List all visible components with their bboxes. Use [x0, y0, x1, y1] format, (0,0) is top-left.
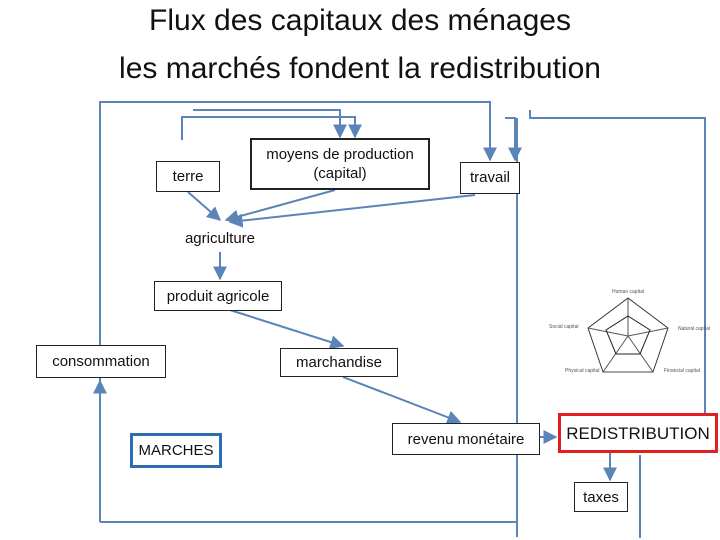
loop-inner-2 — [193, 109, 347, 139]
node-marches: MARCHES — [130, 433, 222, 468]
title-line-2: les marchés fondent la redistribution — [119, 52, 601, 85]
node-consommation-label: consommation — [52, 353, 150, 370]
arrow-marchandise-revenu — [342, 376, 462, 425]
node-travail: travail — [460, 162, 520, 194]
capital-pentagon: Human capital Natural capital Financial … — [549, 289, 710, 374]
node-redistribution-label: REDISTRIBUTION — [566, 423, 710, 443]
title-line-1: Flux des capitaux des ménages — [149, 4, 571, 37]
node-moyens-label-1: moyens de production — [266, 146, 414, 163]
arrow-moyens-agriculture — [224, 189, 336, 224]
node-revenu-monetaire-label: revenu monétaire — [407, 430, 525, 448]
node-moyens-label-2: (capital) — [313, 165, 367, 182]
node-revenu-monetaire: revenu monétaire — [392, 423, 540, 455]
label-physical-capital: Physical capital — [565, 368, 599, 374]
node-taxes-label: taxes — [583, 488, 619, 506]
node-redistribution: REDISTRIBUTION — [558, 413, 718, 453]
loop-inner-1 — [181, 116, 362, 140]
loop-redistribution-top — [529, 110, 706, 415]
node-agriculture-label: agriculture — [184, 229, 256, 247]
node-produit-agricole: produit agricole — [154, 281, 282, 311]
node-taxes: taxes — [574, 482, 628, 512]
node-moyens-de-production: moyens de production (capital) — [250, 138, 430, 190]
arrow-travail-agriculture — [228, 194, 476, 228]
arrow-produit-marchandise — [229, 309, 345, 349]
node-consommation: consommation — [36, 345, 166, 378]
label-natural-capital: Natural capital — [678, 326, 710, 332]
loop-outer-left — [99, 101, 497, 522]
node-marches-label: MARCHES — [138, 442, 214, 459]
node-agriculture: agriculture — [172, 226, 268, 250]
label-social-capital: Social capital — [549, 324, 578, 330]
label-human-capital: Human capital — [612, 289, 644, 295]
node-terre-label: terre — [172, 168, 204, 185]
node-marchandise-label: marchandise — [296, 354, 382, 371]
node-travail-label: travail — [469, 169, 510, 186]
node-marchandise: marchandise — [280, 348, 398, 377]
node-produit-agricole-label: produit agricole — [166, 287, 270, 305]
loop-right — [505, 117, 522, 162]
label-financial-capital: Financial capital — [664, 368, 700, 374]
node-terre: terre — [156, 161, 220, 192]
arrow-terre-agriculture — [187, 191, 222, 221]
